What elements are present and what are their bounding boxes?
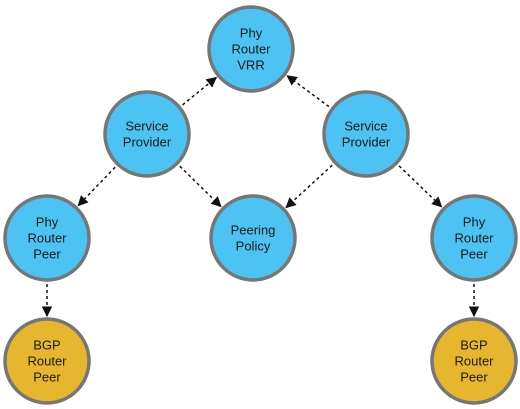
node-label-line: Phy: [240, 26, 263, 41]
node-label-line: Router: [231, 42, 271, 57]
node-circle: [430, 317, 518, 405]
edge-sp-right-to-policy: [285, 164, 333, 209]
node-label-line: Peer: [33, 247, 61, 262]
node-label-line: BGP: [33, 338, 60, 353]
node-circle: [3, 194, 91, 282]
node-circle: [430, 194, 518, 282]
node-label-line: Peer: [460, 247, 488, 262]
node-label-line: Phy: [463, 215, 486, 230]
node-label-line: Router: [27, 354, 67, 369]
edges-layer: [41, 75, 480, 318]
node-circle: [3, 317, 91, 405]
nodes-layer: PhyRouterVRRServiceProviderServiceProvid…: [3, 5, 518, 405]
edge-sp-left-to-vrr: [182, 76, 218, 106]
edge-sp-left-to-policy: [179, 165, 222, 208]
node-label-line: Phy: [36, 215, 59, 230]
node-label-line: Provider: [342, 135, 391, 150]
edge-sp-right-to-vrr: [286, 75, 330, 108]
edge-sp-right-to-peer-right: [398, 165, 443, 208]
node-label-line: Peering: [231, 223, 276, 238]
node-circle: [322, 90, 410, 178]
node-label-line: BGP: [460, 338, 487, 353]
edge-sp-left-to-peer-left: [77, 166, 116, 207]
node-circle: [103, 90, 191, 178]
node-label-line: Service: [344, 119, 387, 134]
node-label-line: Router: [454, 354, 494, 369]
node-label-line: Peer: [33, 370, 61, 385]
node-label-line: Provider: [123, 135, 172, 150]
node-label-line: Router: [454, 231, 494, 246]
node-label-line: VRR: [237, 58, 264, 73]
node-label-line: Service: [125, 119, 168, 134]
node-label-line: Policy: [236, 239, 271, 254]
node-label-line: Peer: [460, 370, 488, 385]
node-label-line: Router: [27, 231, 67, 246]
node-circle: [209, 194, 297, 282]
node-circle: [207, 5, 295, 93]
